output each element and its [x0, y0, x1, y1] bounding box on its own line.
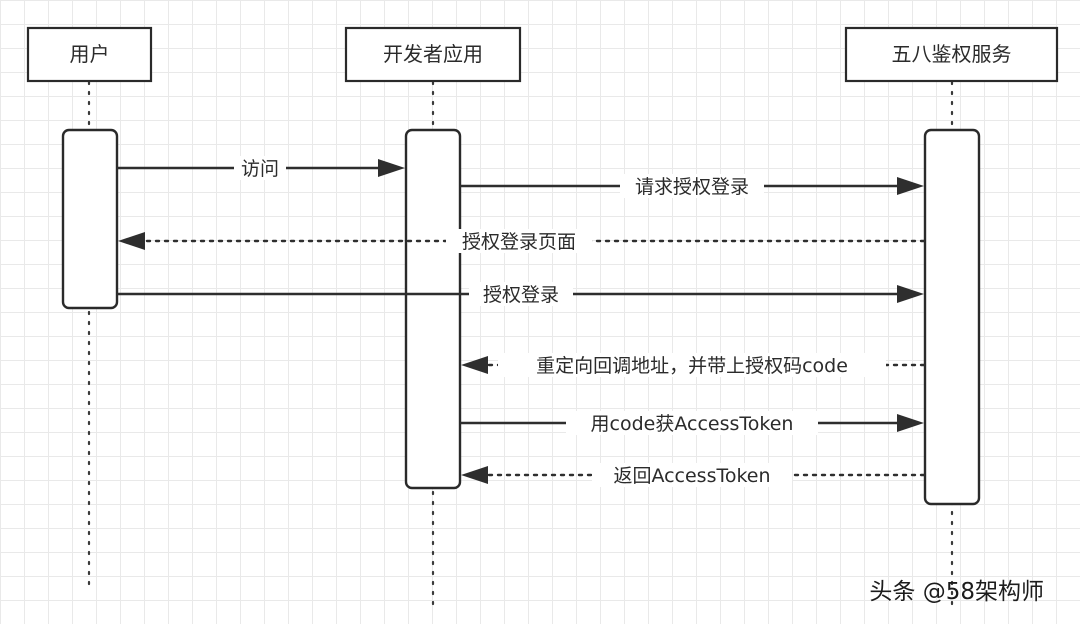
- arrow-right-icon: [897, 177, 924, 195]
- message-return-token: 返回AccessToken: [461, 463, 926, 487]
- actor-app-label: 开发者应用: [383, 42, 483, 66]
- activation-user: [61, 128, 119, 310]
- message-label: 用code获AccessToken: [591, 413, 794, 435]
- arrow-right-icon: [378, 159, 405, 177]
- arrow-left-icon: [461, 356, 488, 374]
- activation-app: [404, 128, 462, 490]
- message-label: 授权登录: [483, 284, 559, 306]
- message-get-token: 用code获AccessToken: [460, 411, 924, 435]
- actor-user-label: 用户: [70, 42, 110, 66]
- actor-auth: 五八鉴权服务: [844, 26, 1059, 83]
- arrow-right-icon: [897, 414, 924, 432]
- lifelines: [87, 80, 954, 608]
- message-request-auth: 请求授权登录: [460, 174, 924, 198]
- message-visit: 访问: [117, 156, 405, 180]
- arrow-right-icon: [897, 285, 924, 303]
- message-label: 访问: [241, 158, 279, 180]
- message-redirect: 重定向回调地址，并带上授权码code: [461, 353, 926, 377]
- message-label: 授权登录页面: [462, 231, 576, 253]
- actor-user: 用户: [26, 26, 153, 83]
- message-auth-page: 授权登录页面: [118, 229, 926, 253]
- activation-auth: [923, 128, 981, 506]
- message-label: 重定向回调地址，并带上授权码code: [536, 355, 848, 377]
- message-label: 请求授权登录: [635, 176, 749, 198]
- watermark: 头条 @58架构师: [869, 579, 1044, 605]
- message-label: 返回AccessToken: [613, 465, 770, 487]
- message-auth-login: 授权登录: [117, 282, 924, 306]
- actor-app: 开发者应用: [344, 26, 522, 83]
- activations: [61, 128, 981, 506]
- actor-auth-label: 五八鉴权服务: [892, 42, 1012, 66]
- arrow-left-icon: [461, 466, 488, 484]
- arrow-left-icon: [118, 232, 145, 250]
